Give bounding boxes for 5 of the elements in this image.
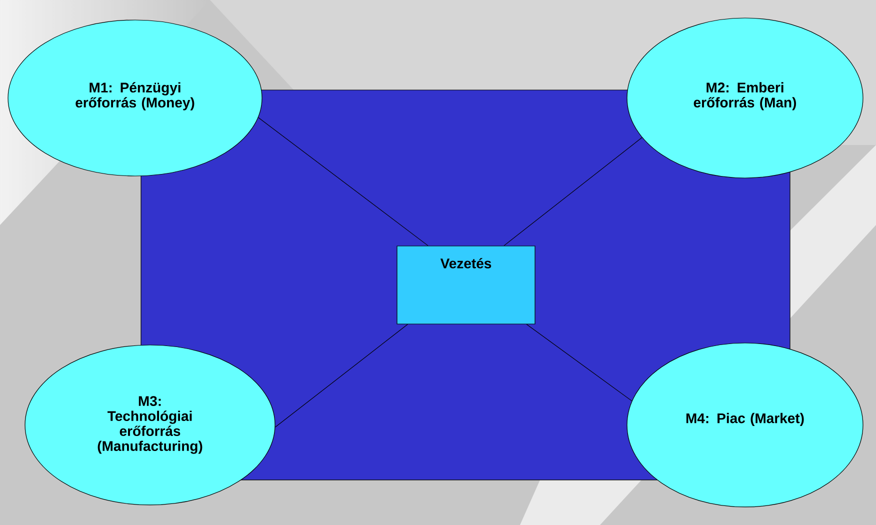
connector-line — [526, 324, 632, 402]
connector-line — [258, 117, 428, 246]
connector-line — [504, 137, 642, 246]
connector-line — [274, 324, 408, 428]
center-box: Vezetés — [396, 246, 536, 324]
